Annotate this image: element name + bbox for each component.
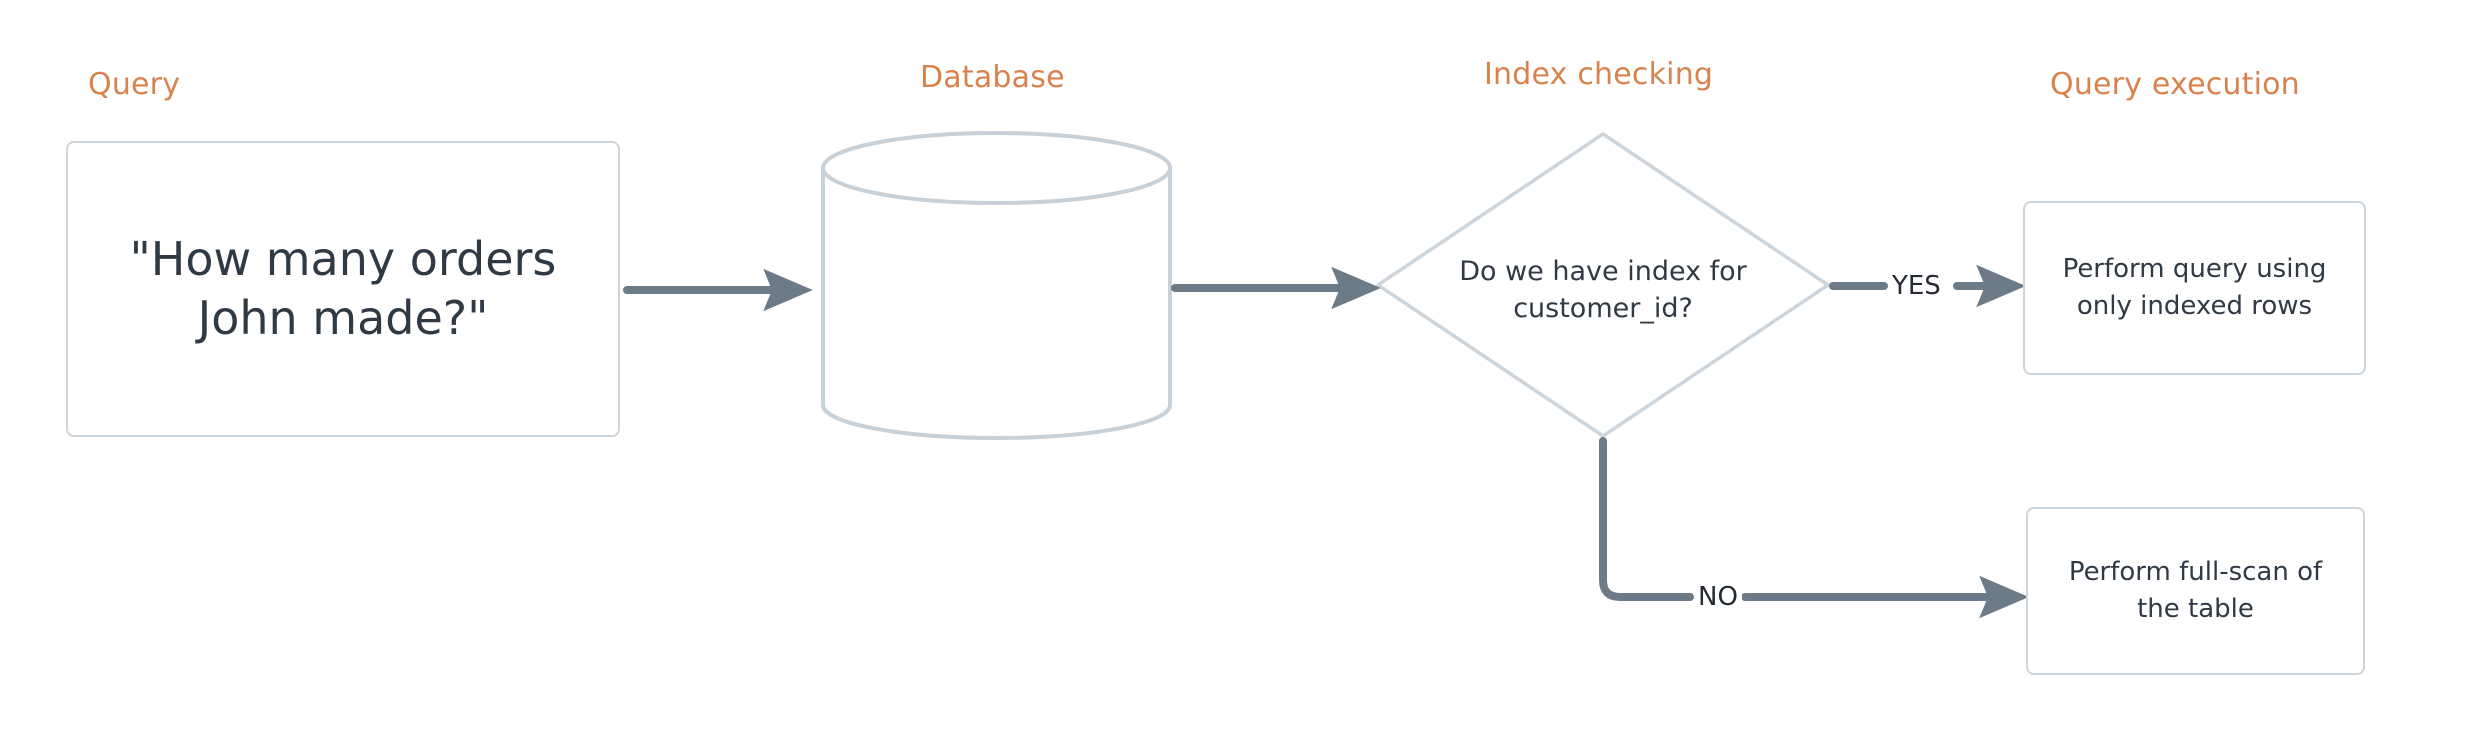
full-scan-box: Perform full-scan of the table (2026, 507, 2365, 675)
decision-label: Do we have index for customer_id? (1459, 256, 1747, 325)
stage-label-database: Database (920, 60, 1065, 95)
stage-label-query-execution: Query execution (2050, 67, 2300, 102)
arrow-decision-no-elbow (1599, 437, 1694, 601)
edge-label-yes: YES (1888, 273, 1945, 299)
database-cylinder-icon (821, 131, 1172, 440)
stage-label-query: Query (88, 67, 181, 102)
query-box: "How many orders John made?" (66, 141, 620, 437)
edge-label-no: NO (1694, 584, 1742, 610)
stage-label-index-checking: Index checking (1484, 57, 1714, 92)
indexed-rows-box: Perform query using only indexed rows (2023, 201, 2366, 375)
